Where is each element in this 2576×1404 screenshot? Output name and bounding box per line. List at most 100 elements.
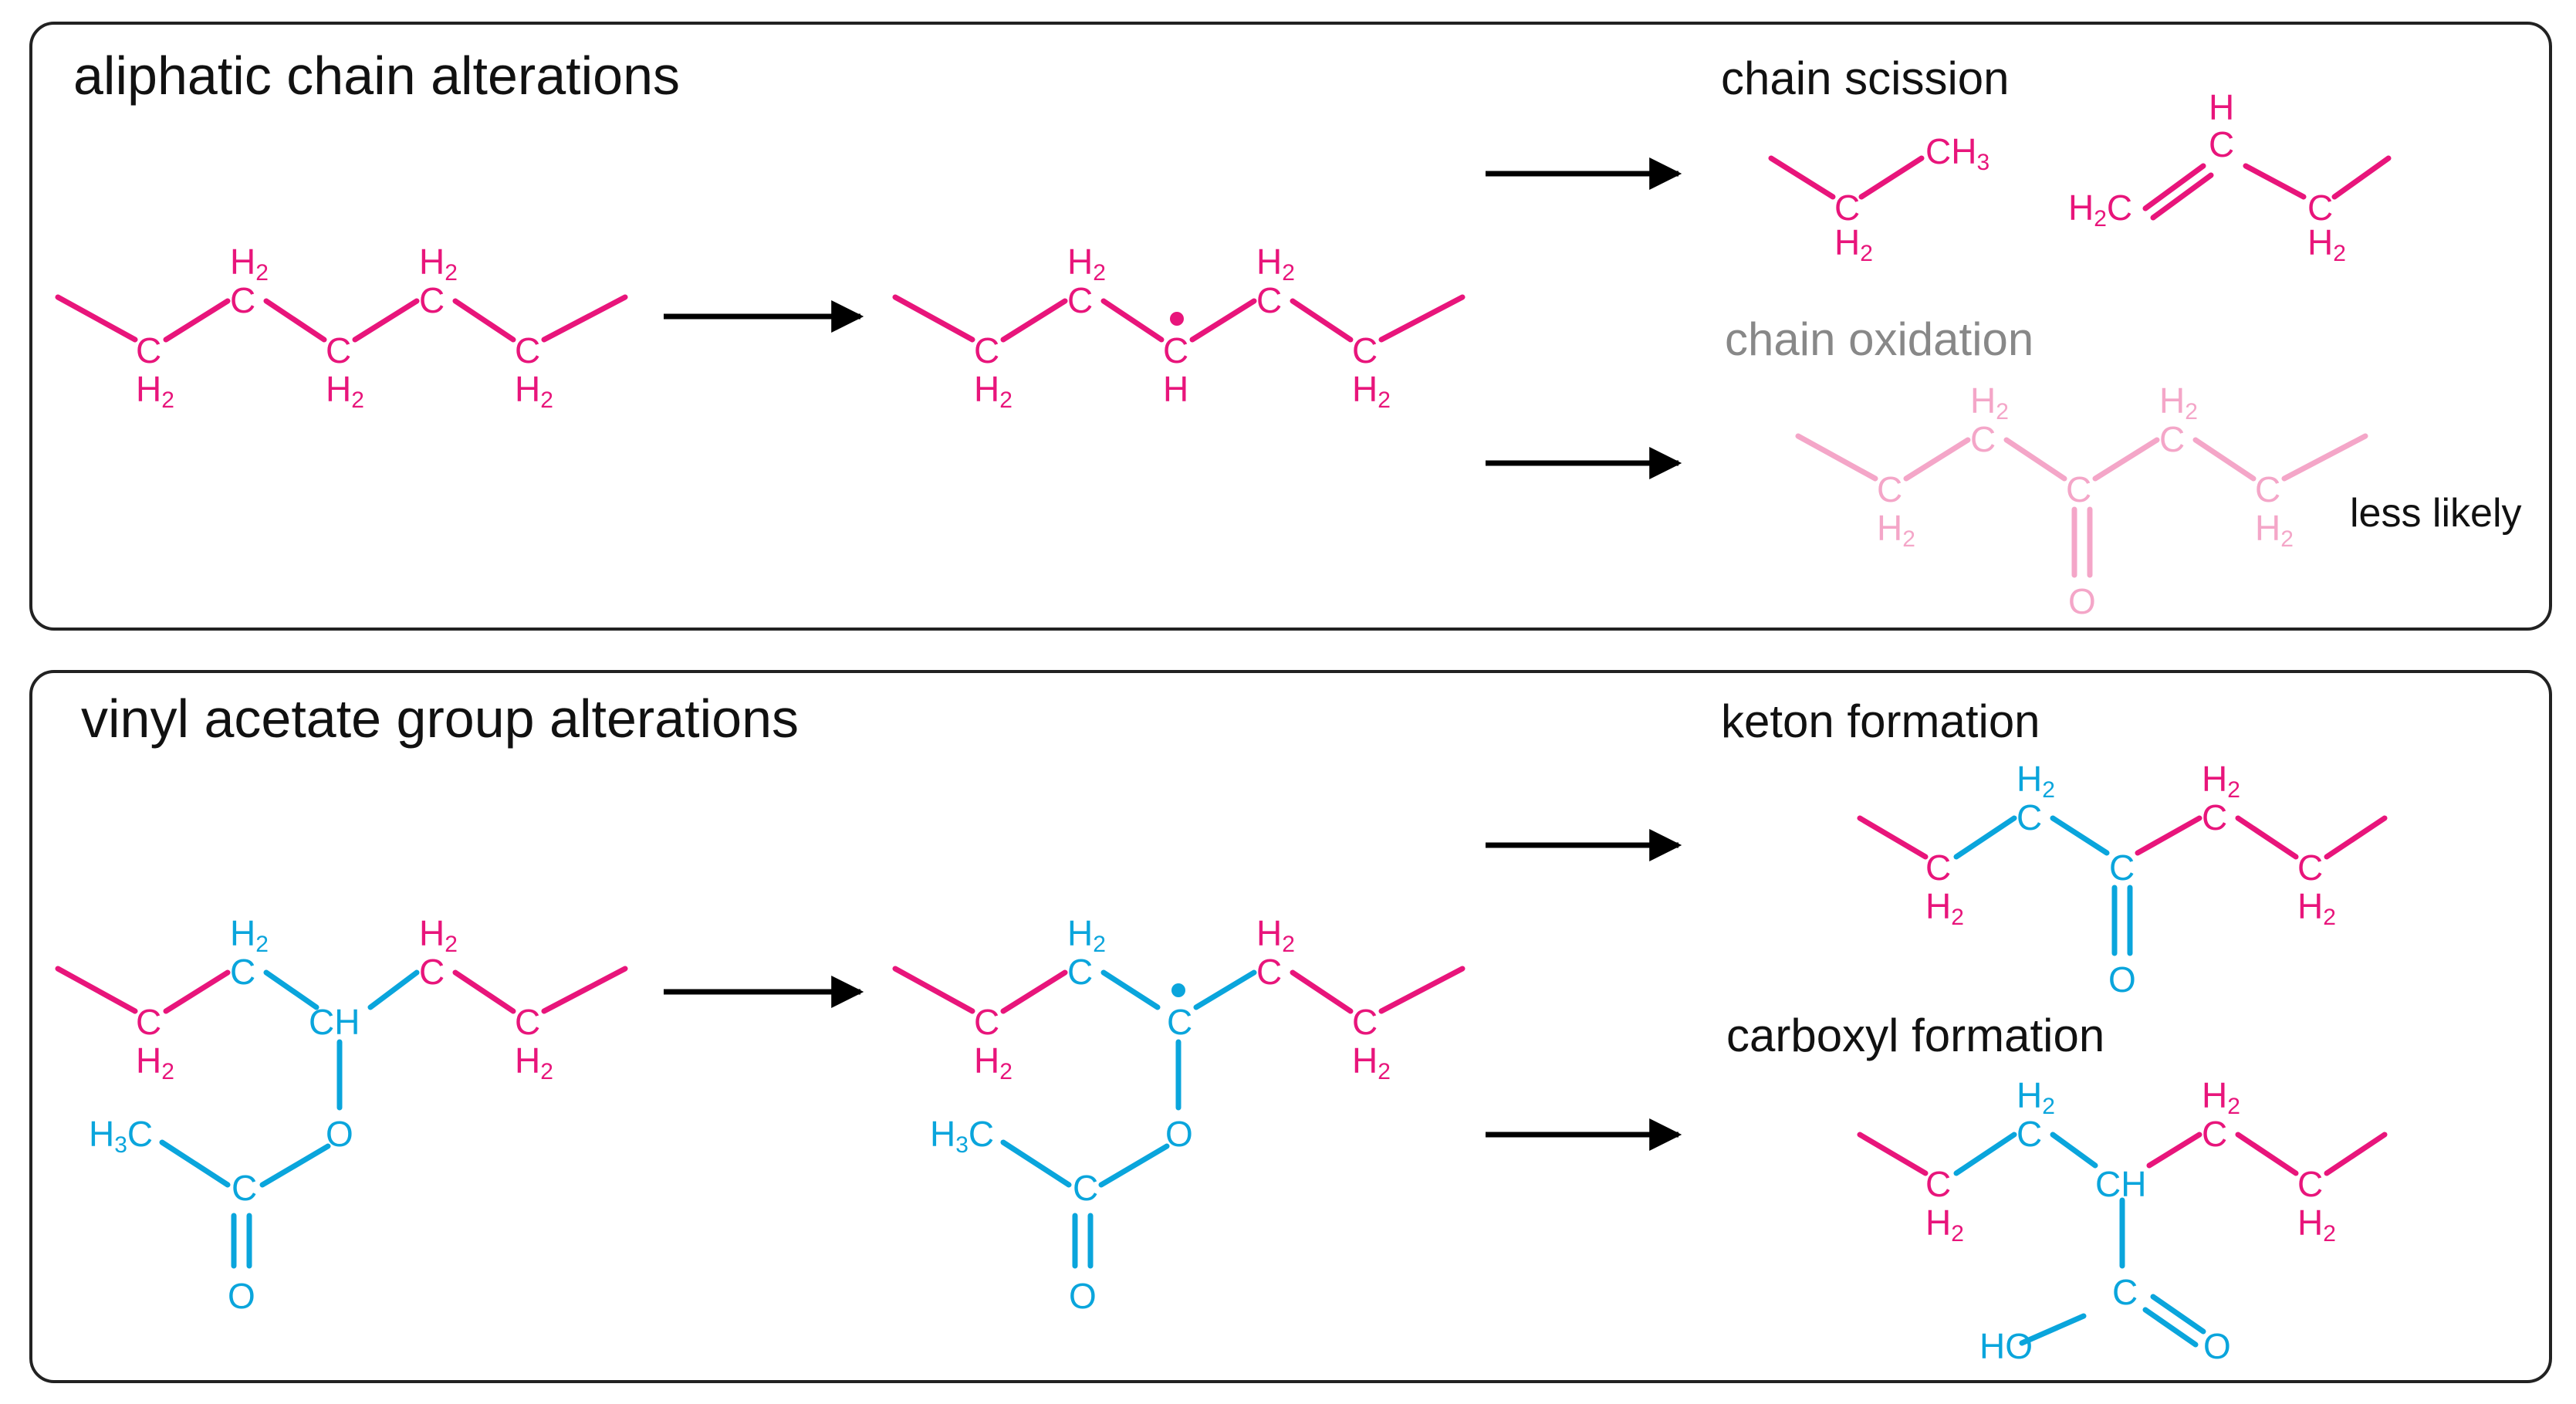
svg-text:C: C: [974, 1002, 999, 1042]
svg-text:H2: H2: [1970, 381, 2009, 425]
svg-text:H2: H2: [419, 242, 458, 286]
vinyl-panel-border: [29, 670, 2552, 1383]
svg-text:HO: HO: [1979, 1326, 2033, 1366]
aliphatic-panel-border: [29, 22, 2552, 631]
svg-text:C: C: [1925, 1164, 1951, 1204]
svg-text:C: C: [515, 1002, 540, 1042]
svg-text:H2: H2: [974, 369, 1012, 413]
svg-text:H2: H2: [1925, 886, 1964, 930]
svg-text:H2: H2: [1256, 242, 1295, 286]
less-likely-note: less likely: [2350, 491, 2522, 536]
svg-text:H2C: H2C: [2068, 188, 2132, 232]
carboxyl-product: C C C H2 H2 H2 C H2 CH C HO O: [1857, 1075, 2388, 1366]
chain-oxidation-heading: chain oxidation: [1725, 313, 2033, 365]
svg-text:C: C: [136, 330, 161, 370]
svg-text:H2: H2: [974, 1040, 1012, 1084]
svg-text:O: O: [2203, 1326, 2231, 1366]
svg-text:H2: H2: [2017, 759, 2055, 803]
svg-text:C: C: [1163, 330, 1188, 370]
svg-text:C: C: [1352, 1002, 1378, 1042]
svg-text:H2: H2: [136, 1040, 174, 1084]
svg-text:C: C: [2112, 1272, 2138, 1312]
svg-text:C: C: [2017, 797, 2042, 837]
svg-text:O: O: [326, 1114, 353, 1154]
svg-text:H2: H2: [2017, 1075, 2055, 1119]
svg-text:H2: H2: [2202, 759, 2240, 803]
svg-text:H2: H2: [1256, 913, 1295, 957]
svg-text:H2: H2: [1877, 508, 1915, 552]
svg-text:H2: H2: [1834, 222, 1873, 266]
svg-text:C: C: [232, 1168, 257, 1208]
svg-text:C: C: [1925, 847, 1951, 888]
svg-text:H2: H2: [2159, 381, 2198, 425]
svg-text:H2: H2: [2202, 1075, 2240, 1119]
svg-text:C: C: [326, 330, 351, 370]
svg-text:H2: H2: [1352, 1040, 1391, 1084]
svg-text:C: C: [2255, 469, 2280, 509]
svg-text:C: C: [2307, 188, 2333, 228]
svg-text:H3C: H3C: [930, 1114, 994, 1158]
svg-text:H2: H2: [2297, 1203, 2336, 1247]
svg-text:C: C: [515, 330, 540, 370]
svg-text:C: C: [2017, 1114, 2042, 1154]
svg-text:O: O: [228, 1276, 255, 1316]
svg-text:H2: H2: [136, 369, 174, 413]
svg-text:C: C: [2297, 847, 2323, 888]
svg-text:C: C: [230, 280, 255, 320]
svg-text:H2: H2: [1925, 1203, 1964, 1247]
aliphatic-panel-title: aliphatic chain alterations: [73, 46, 680, 106]
svg-text:C: C: [1877, 469, 1902, 509]
svg-text:C: C: [2209, 124, 2234, 164]
svg-text:C: C: [2297, 1164, 2323, 1204]
radical-dot: [1170, 312, 1184, 326]
vinyl-panel: vinyl acetate group alterations C C C H2…: [29, 670, 2552, 1383]
vinyl-acetate-chain: C C C H2 H2 H2 C H2 CH O C O H3C: [55, 913, 628, 1316]
aliphatic-panel: aliphatic chain alterations C C C C C H2…: [29, 22, 2552, 631]
svg-text:C: C: [1970, 419, 1996, 459]
carbon-labels: C C C C C H2 H2 H2 H2 H2: [136, 242, 553, 413]
svg-text:O: O: [1165, 1114, 1193, 1154]
svg-text:C: C: [419, 952, 445, 992]
vinyl-panel-title: vinyl acetate group alterations: [81, 688, 799, 749]
svg-text:H2: H2: [515, 1040, 553, 1084]
svg-text:C: C: [1352, 330, 1378, 370]
svg-text:CH: CH: [2095, 1164, 2146, 1204]
svg-text:H2: H2: [230, 242, 269, 286]
svg-text:C: C: [136, 1002, 161, 1042]
chain-scission-products: C H2 CH3 H2C C H C H2: [1768, 87, 2392, 266]
svg-text:C: C: [2202, 797, 2227, 837]
svg-text:H2: H2: [1067, 242, 1106, 286]
svg-text:O: O: [1069, 1276, 1097, 1316]
svg-text:H: H: [1163, 369, 1188, 409]
svg-text:C: C: [1067, 952, 1093, 992]
svg-text:H: H: [2209, 87, 2234, 127]
svg-text:C: C: [2159, 419, 2185, 459]
radical-dot: [1171, 983, 1185, 997]
svg-text:CH: CH: [309, 1002, 360, 1042]
keton-product: C C C H2 H2 H2 C H2 C O: [1857, 759, 2388, 1000]
svg-text:C: C: [230, 952, 255, 992]
svg-text:H2: H2: [1352, 369, 1391, 413]
svg-text:H2: H2: [515, 369, 553, 413]
chain-radical: C C C C C H2 H2 H H2 H2: [892, 242, 1465, 413]
svg-text:H2: H2: [419, 913, 458, 957]
svg-text:CH3: CH3: [1925, 131, 1989, 175]
svg-text:H2: H2: [2255, 508, 2294, 552]
svg-text:C: C: [1256, 280, 1282, 320]
svg-text:C: C: [1256, 952, 1282, 992]
chain-oxidation-product: C C C C C H2 H2 H2 H2 O: [1795, 381, 2368, 621]
keton-formation-heading: keton formation: [1721, 695, 2040, 747]
svg-text:C: C: [419, 280, 445, 320]
svg-text:C: C: [1834, 188, 1860, 228]
svg-text:H2: H2: [1067, 913, 1106, 957]
svg-text:C: C: [1167, 1002, 1192, 1042]
carboxyl-formation-heading: carboxyl formation: [1726, 1010, 2104, 1061]
svg-text:O: O: [2108, 959, 2136, 1000]
svg-text:C: C: [2109, 847, 2135, 888]
svg-text:H3C: H3C: [89, 1114, 153, 1158]
polyethylene-chain: C C C C C H2 H2 H2 H2 H2: [55, 242, 628, 413]
vinyl-acetate-radical: C C C H2 H2 H2 C H2 C O C O H3C: [892, 913, 1465, 1316]
chain-scission-heading: chain scission: [1721, 52, 2010, 104]
svg-text:O: O: [2068, 581, 2096, 621]
